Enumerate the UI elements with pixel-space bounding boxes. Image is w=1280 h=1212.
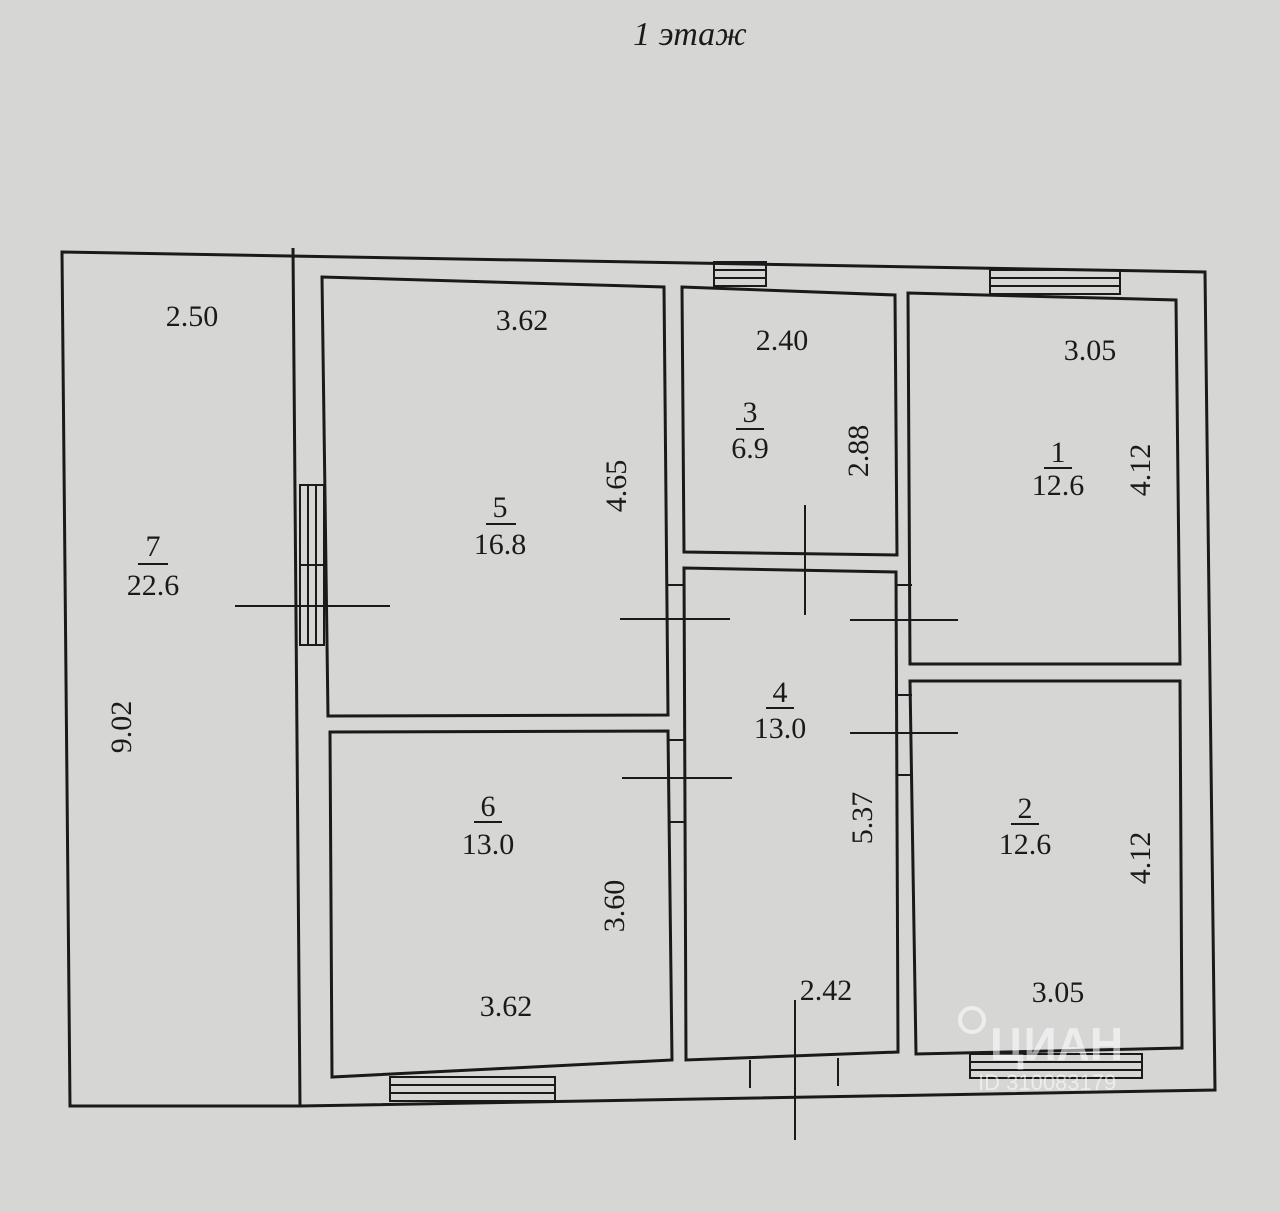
room-4-height: 5.37	[846, 792, 879, 845]
room-1-outline	[906, 291, 1182, 666]
room-2-width: 3.05	[1032, 976, 1085, 1009]
room-6-outline	[328, 729, 674, 1079]
room-5-area: 16.8	[474, 528, 527, 561]
room-5-height: 4.65	[600, 460, 633, 513]
room-3-number: 3	[743, 396, 758, 429]
window-bottom-2	[969, 1053, 1143, 1079]
floor-title: 1 этаж	[633, 16, 747, 53]
room-5-width: 3.62	[496, 304, 549, 337]
room-6-number: 6	[481, 790, 496, 823]
room-4-outline	[682, 566, 900, 1062]
room-walls	[320, 275, 1184, 1079]
room-4-number: 4	[773, 676, 788, 709]
room-6-height: 3.60	[598, 880, 631, 933]
room-7-area: 22.6	[127, 569, 180, 602]
room-3-area: 6.9	[731, 432, 769, 465]
windows	[299, 261, 1143, 1102]
outer-walls	[60, 247, 1217, 1108]
room-7-number: 7	[146, 530, 161, 563]
room-6-area: 13.0	[462, 828, 515, 861]
room-4-area: 13.0	[754, 712, 807, 745]
room-3-outline	[680, 285, 899, 557]
room-7-height: 9.02	[105, 701, 138, 754]
room-3-height: 2.88	[842, 425, 875, 478]
room-5-number: 5	[493, 491, 508, 524]
room-1-area: 12.6	[1032, 469, 1085, 502]
room-3-width: 2.40	[756, 324, 809, 357]
window-left-5	[299, 484, 325, 646]
window-top-3	[713, 261, 767, 287]
cian-watermark: ЦИАН ID 310083179	[958, 1006, 1123, 1095]
door-marks	[235, 505, 958, 1140]
room-4-width: 2.42	[800, 974, 853, 1007]
room-2-outline	[908, 679, 1184, 1056]
room-2-height: 4.12	[1124, 832, 1157, 885]
room-7-width: 2.50	[166, 300, 219, 333]
room-2-area: 12.6	[999, 828, 1052, 861]
room-1-height: 4.12	[1124, 444, 1157, 497]
window-bottom-6	[389, 1076, 556, 1102]
window-top-1	[989, 269, 1121, 295]
watermark-brand: ЦИАН	[990, 1018, 1123, 1070]
location-pin-icon	[958, 1006, 986, 1034]
watermark-id: ID 310083179	[978, 1070, 1116, 1095]
room-6-width: 3.62	[480, 990, 533, 1023]
room-5-outline	[320, 275, 670, 718]
room-1-width: 3.05	[1064, 334, 1117, 367]
room-2-number: 2	[1018, 792, 1033, 825]
room-1-number: 1	[1051, 436, 1066, 469]
